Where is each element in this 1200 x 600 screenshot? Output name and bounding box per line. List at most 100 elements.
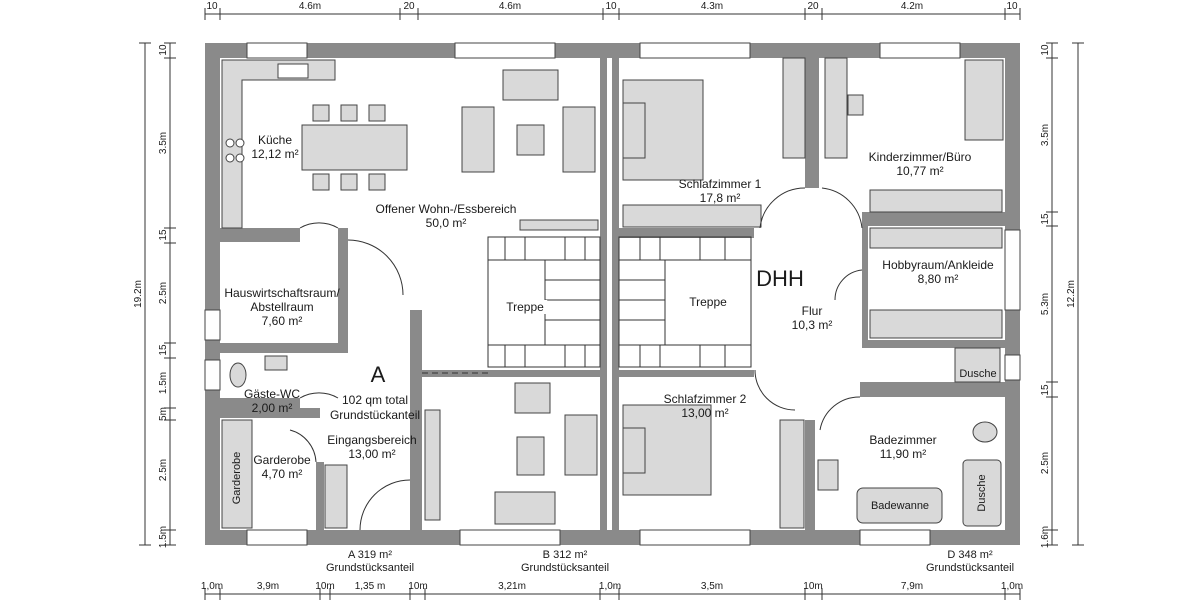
bed-2 (622, 404, 805, 529)
stairs-a (487, 236, 601, 368)
kids-room-furniture (824, 57, 1004, 213)
dim-right-7: 1.6m (1040, 525, 1051, 549)
room-wohn-name: Offener Wohn-/Essbereich (375, 202, 517, 216)
windows (204, 42, 1021, 546)
dim-right-3: 15 (1040, 213, 1051, 225)
living-sofas-upper (461, 69, 599, 231)
room-schlaf2: Schlafzimmer 2 13,00 m² (664, 392, 747, 420)
plot-d-label: D 348 m² (947, 549, 993, 561)
plot-b: B 312 m² Grundstücksanteil (521, 549, 609, 575)
room-eingang: Eingangsbereich 13,00 m² (327, 433, 416, 461)
room-kinder: Kinderzimmer/Büro 10,77 m² (869, 150, 972, 178)
plot-d: D 348 m² Grundstücksanteil (926, 549, 1014, 575)
room-flur-area: 10,3 m² (791, 318, 833, 332)
dim-top-1: 10 (206, 1, 218, 12)
dim-top-4: 4.6m (498, 1, 522, 12)
dim-top-8: 4.2m (900, 1, 924, 12)
dim-bottom-8: 3,5m (700, 581, 724, 592)
room-bad-area: 11,90 m² (879, 447, 927, 461)
dim-bottom-10: 7,9m (900, 581, 924, 592)
dim-top-9: 10 (1006, 1, 1018, 12)
dining-table (301, 104, 408, 191)
room-wc-name: Gäste-WC (243, 387, 301, 401)
dim-left-8: 2.5m (158, 458, 169, 482)
room-bad-name: Badezimmer (869, 433, 937, 447)
room-garderobe-area: 4,70 m² (261, 467, 303, 481)
dim-left-1: 10 (158, 44, 169, 56)
plot-b-label: B 312 m² (542, 549, 588, 561)
hobby-room-furniture (869, 227, 1003, 339)
room-garderobe: Garderobe 4,70 m² (253, 453, 310, 481)
room-hwr: Hauswirtschaftsraum/ Abstellraum 7,60 m² (222, 286, 342, 328)
room-kinder-area: 10,77 m² (896, 164, 944, 178)
dim-bottom-6: 3,21m (498, 581, 526, 592)
fixture-dusche-1: Dusche (959, 368, 997, 380)
bath-fixtures (817, 347, 1002, 527)
dim-left-6: 1.5m (158, 371, 169, 395)
dim-right-4: 5.3m (1040, 292, 1051, 316)
room-eingang-name: Eingangsbereich (327, 433, 417, 447)
dim-right-6: 2.5m (1040, 451, 1051, 475)
dim-left-7: 5m (158, 407, 169, 421)
stairs-dhh (618, 236, 752, 368)
room-wohn: Offener Wohn-/Essbereich 50,0 m² (376, 202, 517, 230)
kitchen-counter (221, 59, 336, 229)
room-treppe-dhh: Treppe (686, 295, 730, 309)
room-bad: Badezimmer 11,90 m² (869, 433, 936, 461)
dim-left-3: 15 (158, 229, 169, 241)
room-schlaf1-area: 17,8 m² (699, 191, 741, 205)
dimension-lines-top (204, 8, 1021, 20)
room-wohn-area: 50,0 m² (425, 216, 467, 230)
dimension-lines-left (139, 42, 176, 546)
room-hobby-name: Hobbyraum/Ankleide (882, 258, 994, 272)
dim-bottom-9: 10m (803, 581, 823, 592)
dim-bottom-5: 10m (408, 581, 428, 592)
wc-fixtures (229, 355, 288, 388)
dim-top-2: 4.6m (298, 1, 322, 12)
fixture-dusche-2: Dusche (976, 474, 988, 512)
fixture-garderobe-vertical: Garderobe (231, 451, 243, 505)
bed-1 (622, 57, 806, 228)
dim-right-1: 10 (1040, 44, 1051, 56)
dimension-lines-right (1046, 42, 1084, 546)
dim-top-7: 20 (807, 1, 819, 12)
room-garderobe-name: Garderobe (253, 453, 311, 467)
dim-right-2: 3.5m (1040, 123, 1051, 147)
dim-left-2: 3.5m (158, 131, 169, 155)
room-hwr-area: 7,60 m² (261, 314, 303, 328)
living-lower-furniture (424, 382, 598, 525)
dim-bottom-2: 3,9m (256, 581, 280, 592)
room-schlaf2-area: 13,00 m² (681, 406, 729, 420)
room-kueche-name: Küche (257, 133, 293, 147)
room-hobby-area: 8,80 m² (917, 272, 959, 286)
plot-a-sub: Grundstücksanteil (325, 562, 415, 574)
dim-top-3: 20 (403, 1, 415, 12)
walls (205, 43, 1020, 545)
room-kueche: Küche 12,12 m² (251, 133, 298, 161)
plot-a: A 319 m² Grundstücksanteil (326, 549, 414, 575)
dim-left-9: 1.5m (158, 525, 169, 549)
room-schlaf1-name: Schlafzimmer 1 (678, 177, 762, 191)
dimension-lines-bottom (204, 588, 1021, 600)
dim-bottom-7: 1,0m (598, 581, 622, 592)
dim-bottom-1: 1,0m (200, 581, 224, 592)
wardrobe-a (221, 419, 348, 529)
dim-top-6: 4.3m (700, 1, 724, 12)
unit-a-letter: A (370, 362, 386, 387)
dim-bottom-11: 1,0m (1000, 581, 1024, 592)
room-hobby: Hobbyraum/Ankleide 8,80 m² (882, 258, 993, 286)
plot-a-label: A 319 m² (347, 549, 393, 561)
dim-bottom-4: 1,35 m (354, 581, 386, 592)
room-schlaf1: Schlafzimmer 1 17,8 m² (679, 177, 762, 205)
unit-a-total: 102 qm total (341, 393, 409, 407)
doors-dhh (754, 187, 863, 431)
room-kinder-name: Kinderzimmer/Büro (868, 150, 972, 164)
dim-bottom-3: 10m (315, 581, 335, 592)
doors-a (289, 222, 488, 531)
dim-left-4: 2.5m (158, 281, 169, 305)
dim-right-5: 15 (1040, 384, 1051, 396)
unit-a-share: Grundstückanteil (329, 408, 421, 422)
room-treppe-a: Treppe (503, 300, 547, 314)
room-flur: Flur 10,3 m² (792, 304, 833, 332)
